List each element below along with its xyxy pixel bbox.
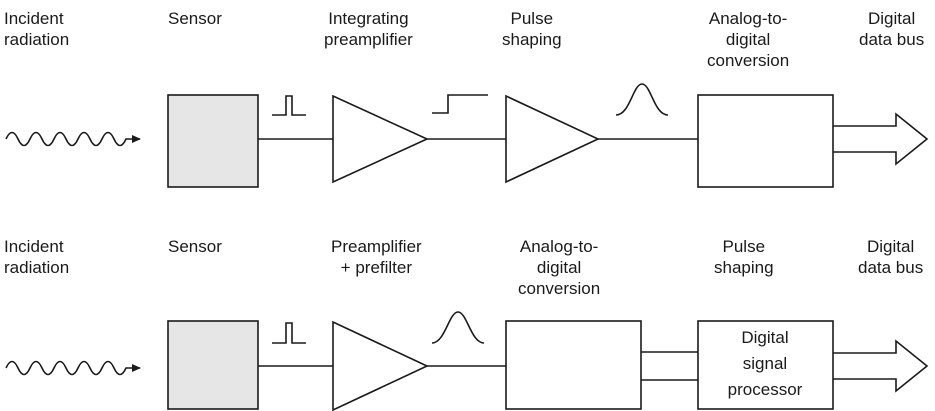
bottom-preamplifier-triangle bbox=[332, 320, 429, 411]
bottom-chain bbox=[5, 311, 929, 411]
top-radiation-wave bbox=[5, 131, 141, 147]
top-gaussian-pulse-icon bbox=[615, 83, 669, 116]
bottom-dsp-box bbox=[697, 320, 834, 410]
bottom-preamplifier-prefilter-label: Preamplifier+ prefilter bbox=[331, 237, 422, 277]
bottom-radiation-wave bbox=[5, 360, 141, 376]
top-step-pulse-icon bbox=[432, 94, 488, 114]
bottom-spike-pulse-icon bbox=[272, 322, 306, 344]
dsp-label-line-2: signal bbox=[743, 354, 787, 373]
top-chain bbox=[5, 83, 929, 188]
top-data-bus-arrow bbox=[833, 112, 929, 166]
dsp-label-line-3: processor bbox=[728, 380, 803, 399]
bottom-gaussian-pulse-icon bbox=[431, 311, 485, 344]
bottom-adc-box bbox=[505, 320, 642, 410]
top-shaping-triangle bbox=[505, 94, 600, 184]
bottom-data-bus-arrow bbox=[833, 339, 929, 393]
top-preamplifier-triangle bbox=[332, 94, 429, 184]
top-adc-box bbox=[697, 94, 834, 188]
top-sensor-box bbox=[167, 94, 259, 188]
dsp-label-line-1: Digital bbox=[741, 328, 788, 347]
top-spike-pulse-icon bbox=[272, 95, 306, 116]
top-sensor-label: Sensor bbox=[168, 9, 222, 28]
bottom-sensor-label: Sensor bbox=[168, 237, 222, 256]
bottom-sensor-box bbox=[167, 320, 259, 410]
